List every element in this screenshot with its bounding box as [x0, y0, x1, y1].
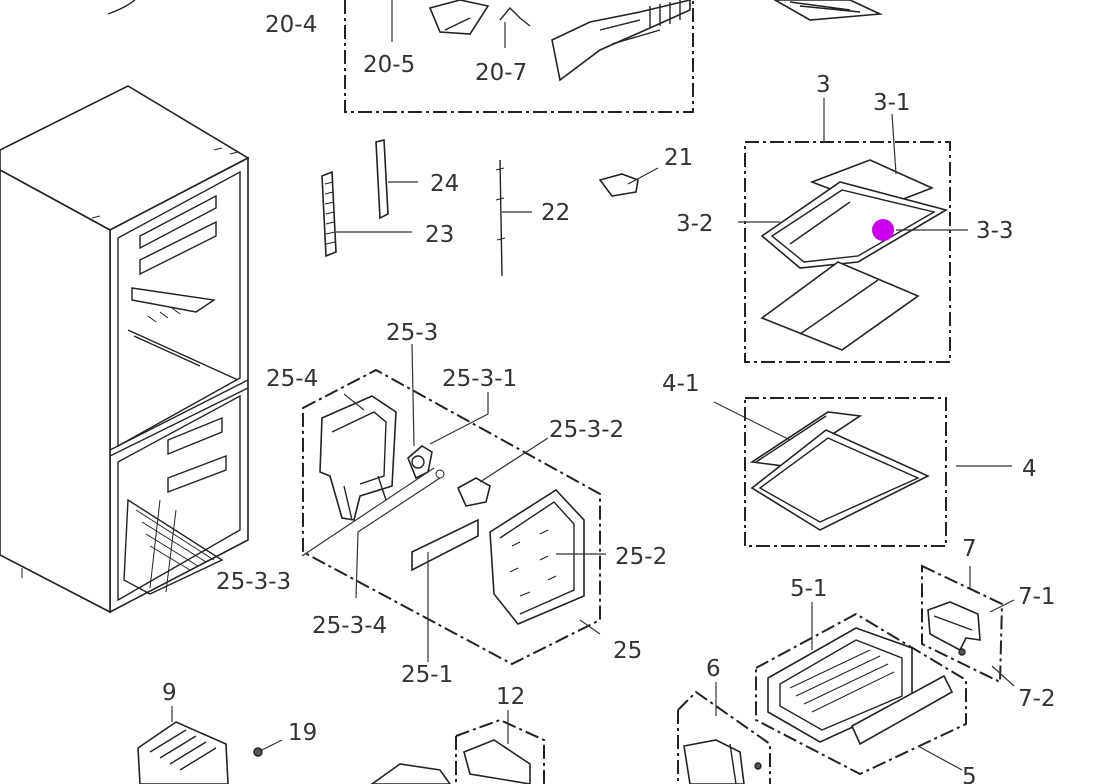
group-5-drawer: 5-1 5: [755, 576, 977, 784]
label-6: 6: [706, 656, 721, 682]
label-25-4: 25-4: [266, 366, 318, 392]
label-9: 9: [162, 680, 177, 706]
parts-21-24: 23 24 22 21: [321, 138, 693, 277]
group-4-shelf: 4-1 4: [662, 371, 1037, 547]
label-25-3-3: 25-3-3: [216, 569, 291, 595]
label-25: 25: [613, 638, 642, 664]
group-3-shelf: 3 3-1 3-2 3-3: [676, 72, 1014, 363]
label-12: 12: [496, 684, 525, 710]
label-7-2: 7-2: [1018, 686, 1056, 712]
parts-9-19-12: 9 19 12: [137, 680, 545, 784]
group-20-assembly: 20-4 20-5 20-7: [107, 0, 884, 113]
label-20-7: 20-7: [475, 60, 527, 86]
label-3: 3: [816, 72, 831, 98]
label-5-1: 5-1: [790, 576, 828, 602]
label-19: 19: [288, 720, 317, 746]
label-4: 4: [1022, 456, 1037, 482]
label-25-3-4: 25-3-4: [312, 613, 387, 639]
label-21: 21: [664, 145, 693, 171]
label-4-1: 4-1: [662, 371, 700, 397]
group-6-assembly: 6: [677, 656, 771, 784]
label-22: 22: [541, 200, 570, 226]
label-25-3-2: 25-3-2: [549, 417, 624, 443]
label-3-1: 3-1: [873, 90, 911, 116]
refrigerator-cabinet: [0, 85, 250, 614]
label-20-5: 20-5: [363, 52, 415, 78]
label-25-1: 25-1: [401, 662, 453, 688]
highlight-marker: [872, 219, 894, 241]
label-3-2: 3-2: [676, 211, 714, 237]
label-5: 5: [962, 764, 977, 784]
label-7-1: 7-1: [1018, 584, 1056, 610]
label-25-3: 25-3: [386, 320, 438, 346]
label-20-4: 20-4: [265, 12, 317, 38]
label-23: 23: [425, 222, 454, 248]
group-25-assembly: 25-3 25-3-1 25-3-2 25-4 25-3-3 25-3-4 25…: [216, 320, 667, 688]
label-25-2: 25-2: [615, 544, 667, 570]
group-7-bracket: 7 7-1 7-2: [921, 536, 1056, 712]
label-24: 24: [430, 171, 459, 197]
label-25-3-1: 25-3-1: [442, 366, 517, 392]
label-3-3: 3-3: [976, 218, 1014, 244]
label-7: 7: [962, 536, 977, 562]
